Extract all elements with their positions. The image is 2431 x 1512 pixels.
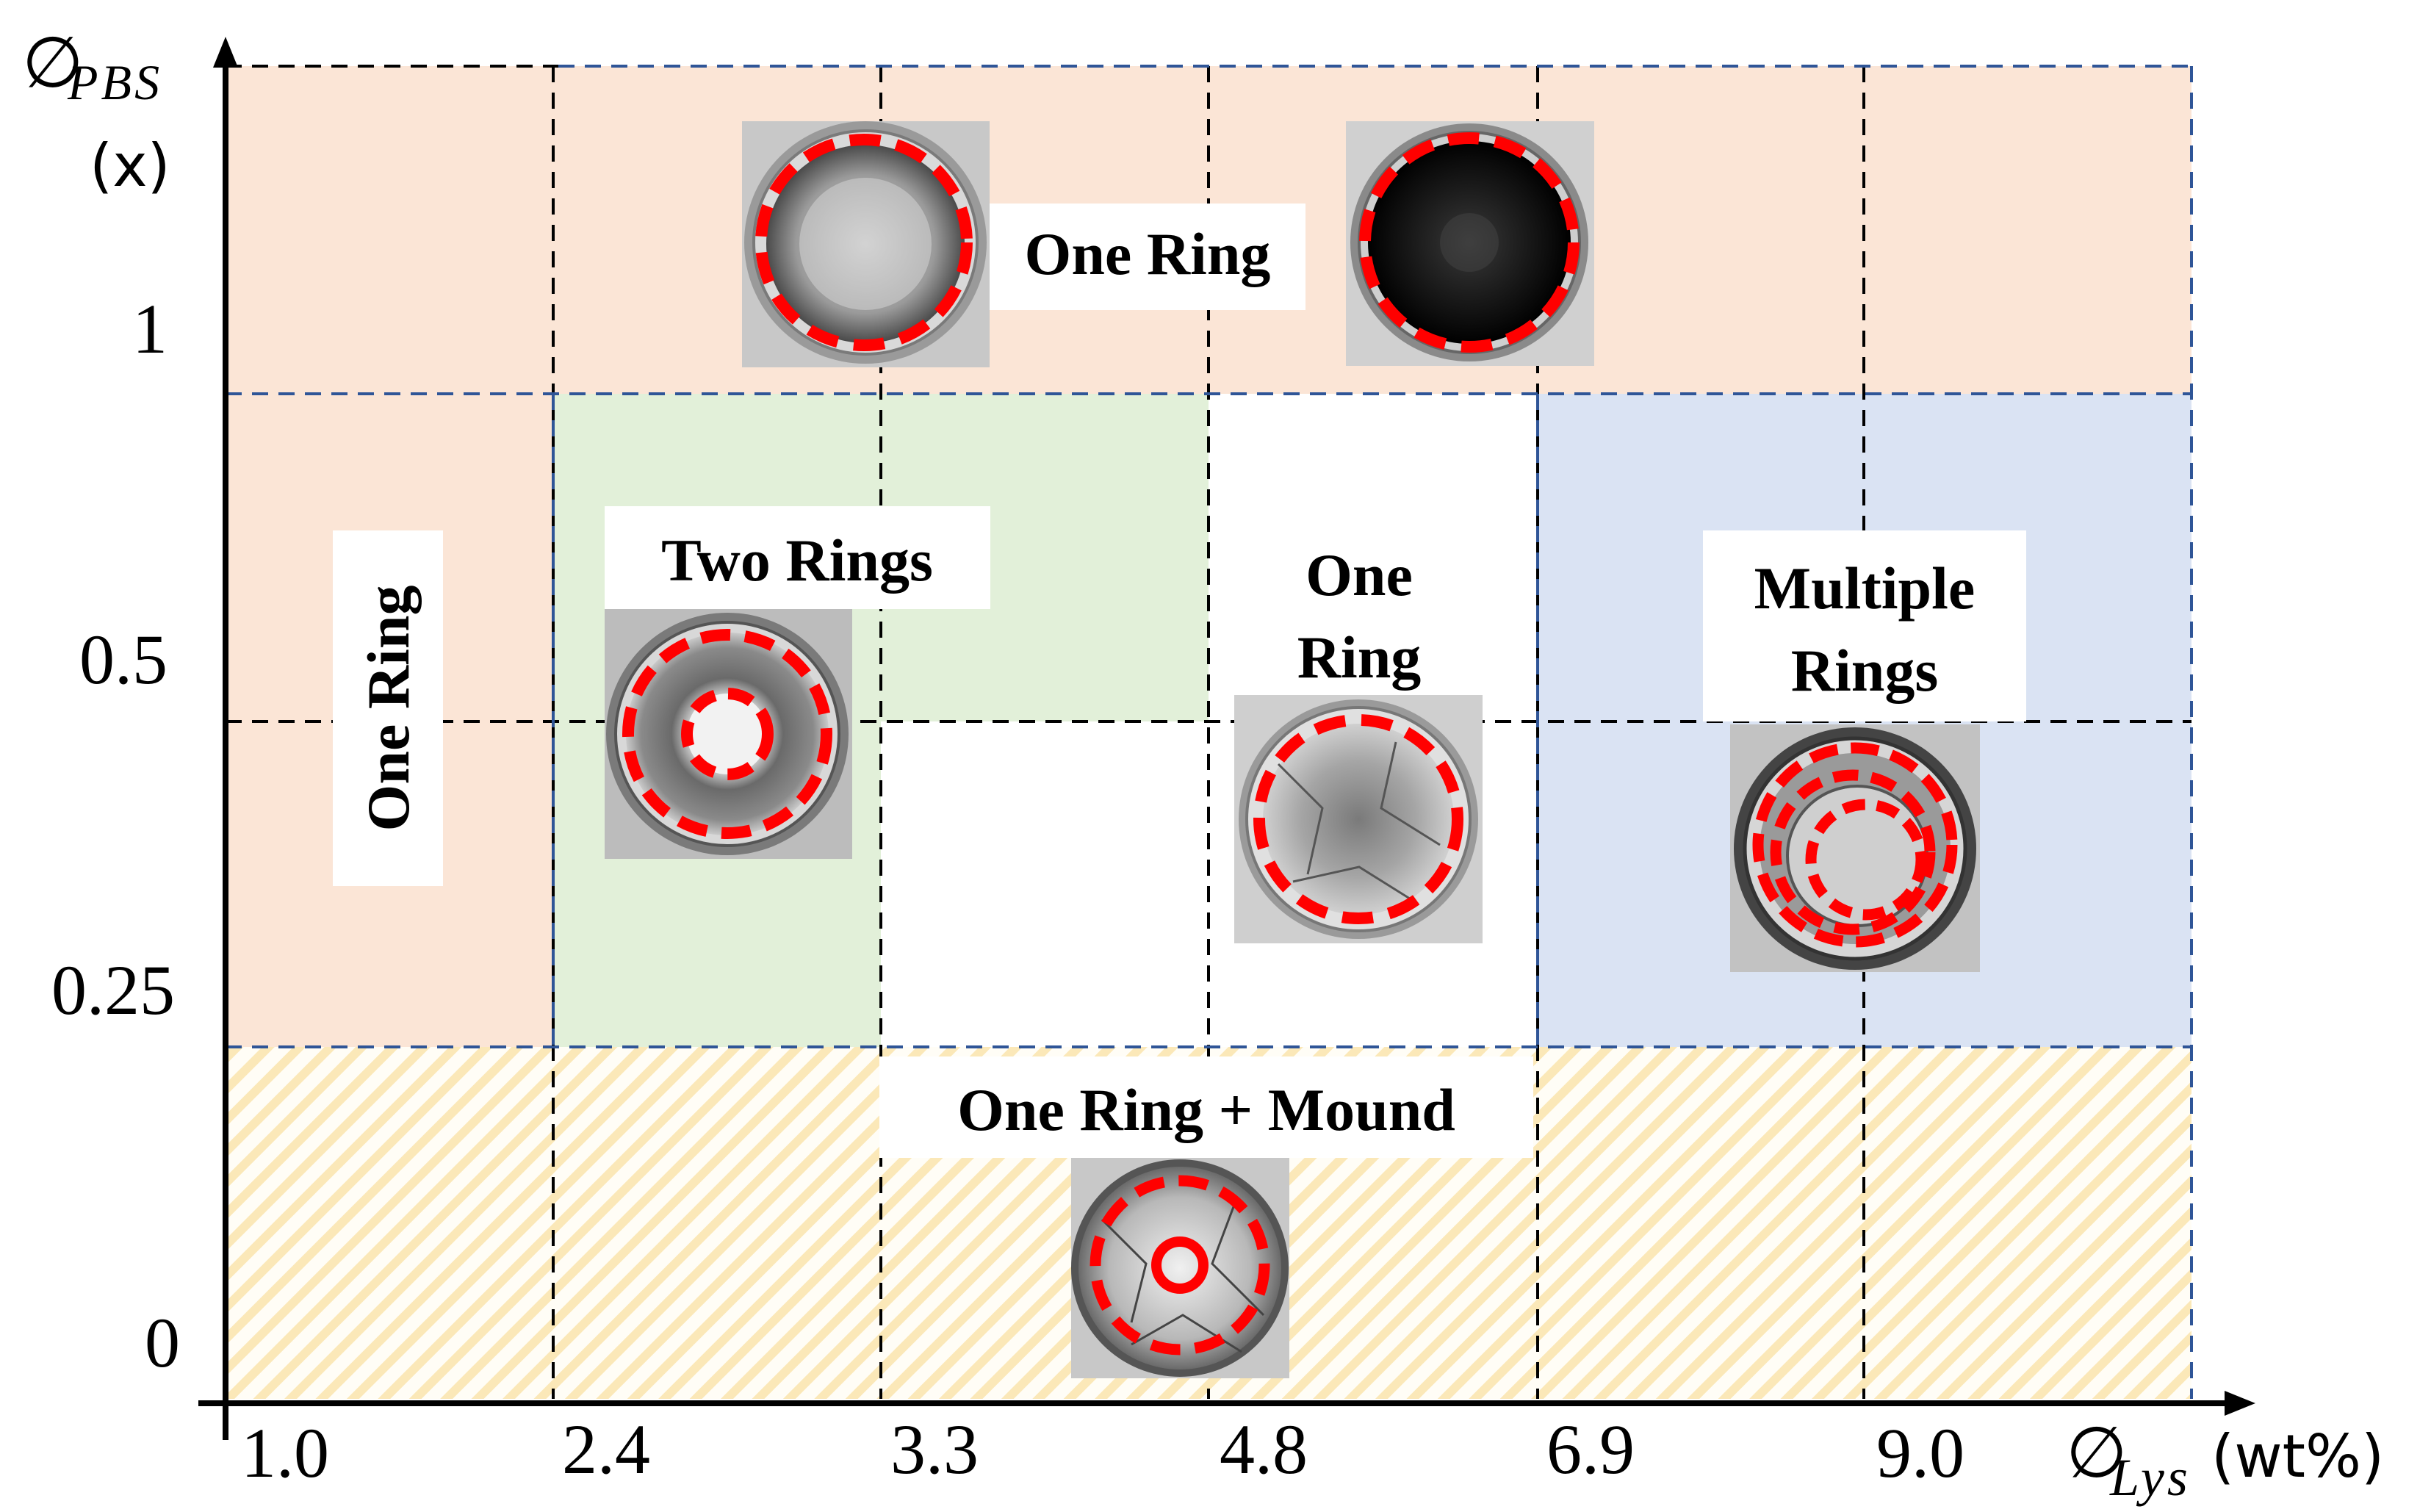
y-tick-0.25: 0.25 [51,951,175,1029]
x-tick-2.4: 2.4 [562,1410,650,1488]
label-one-ring-mid-line2: Ring [1297,624,1422,691]
label-box-multiple [1703,530,2026,721]
x-tick-4.8: 4.8 [1220,1410,1308,1488]
label-box-top [990,204,1305,310]
micrograph-mound [1071,1158,1289,1378]
x-tick-1.0: 1.0 [241,1414,329,1492]
y-axis-symbol: ∅ [22,21,84,104]
y-axis-unit: (x) [90,132,170,200]
x-tick-3.3: 3.3 [890,1410,979,1488]
label-multiple-line2: Rings [1791,637,1939,704]
grid-blue [226,65,2193,1399]
y-tick-1: 1 [132,289,168,368]
label-one-ring-mound: One Ring + Mound [957,1076,1455,1143]
region-one-ring-white-upper [1209,394,1538,721]
y-axis-arrow [213,37,238,68]
label-one-ring-mid-line1: One [1305,541,1413,608]
label-multiple-line1: Multiple [1754,555,1976,622]
x-axis-subscript: Lys [2109,1448,2191,1507]
x-tick-6.9: 6.9 [1546,1410,1635,1488]
label-left-one-ring: One Ring [355,586,422,832]
micrograph-two-rings [605,609,852,859]
label-box-two-rings [605,506,990,609]
y-tick-0.5: 0.5 [79,620,168,699]
y-tick-0: 0 [145,1303,180,1382]
micrograph-one-ring-mid [1234,695,1483,943]
label-top-one-ring: One Ring [1025,220,1271,287]
x-axis-unit: (wt%) [2211,1422,2384,1491]
x-axis-arrow [2225,1391,2255,1416]
x-tick-9.0: 9.0 [1876,1414,1964,1492]
axes [198,51,2233,1440]
micrograph-multiple-rings [1730,724,1980,972]
micrograph-top-right [1346,121,1594,366]
x-axis-symbol: ∅ [2066,1411,2128,1494]
micrograph-top-left [742,121,990,367]
label-two-rings: Two Rings [661,527,933,594]
label-box-mound [879,1056,1533,1158]
y-axis-subscript: PBS [67,54,162,110]
label-box-left [333,530,443,886]
